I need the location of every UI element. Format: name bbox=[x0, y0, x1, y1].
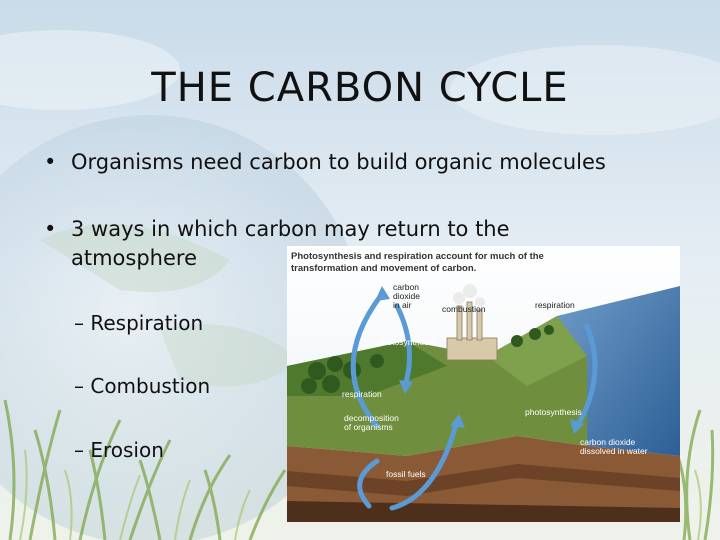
label-combustion: combustion bbox=[442, 304, 486, 314]
label-photosynthesis-right: photosynthesis bbox=[525, 407, 582, 417]
label-fossil-fuels: fossil fuels bbox=[386, 469, 426, 479]
globe-graphic bbox=[0, 115, 365, 540]
label-decomposition: decomposition of organisms bbox=[344, 413, 399, 432]
sub-item-combustion: – Combustion bbox=[74, 374, 211, 398]
factory bbox=[446, 301, 498, 361]
label-co2-dissolved: carbon dioxide dissolved in water bbox=[580, 437, 648, 456]
carbon-cycle-diagram bbox=[287, 246, 680, 522]
bullet-text: 3 ways in which carbon may return to the bbox=[71, 217, 510, 241]
diagram-caption: Photosynthesis and respiration account f… bbox=[291, 251, 591, 275]
label-co2-in-air: carbon dioxide in air bbox=[393, 282, 420, 310]
slide-title: THE CARBON CYCLE bbox=[151, 64, 569, 111]
sub-item-erosion: – Erosion bbox=[74, 438, 164, 462]
cycle-arrows bbox=[350, 291, 598, 511]
caption-line: Photosynthesis and respiration account f… bbox=[291, 251, 544, 262]
label-photosynthesis-left: photosynthesis bbox=[378, 337, 435, 347]
grass-graphic bbox=[3, 399, 715, 540]
bullet-text-continued: atmosphere bbox=[71, 246, 197, 270]
label-respiration-left: respiration bbox=[342, 389, 382, 399]
bullet-text: Organisms need carbon to build organic m… bbox=[71, 150, 606, 174]
sub-item-respiration: – Respiration bbox=[74, 311, 204, 335]
bullet-dot: • bbox=[44, 217, 57, 241]
label-respiration-top: respiration bbox=[535, 300, 575, 310]
bullet-dot: • bbox=[44, 150, 57, 174]
caption-line: transformation and movement of carbon. bbox=[291, 263, 477, 274]
